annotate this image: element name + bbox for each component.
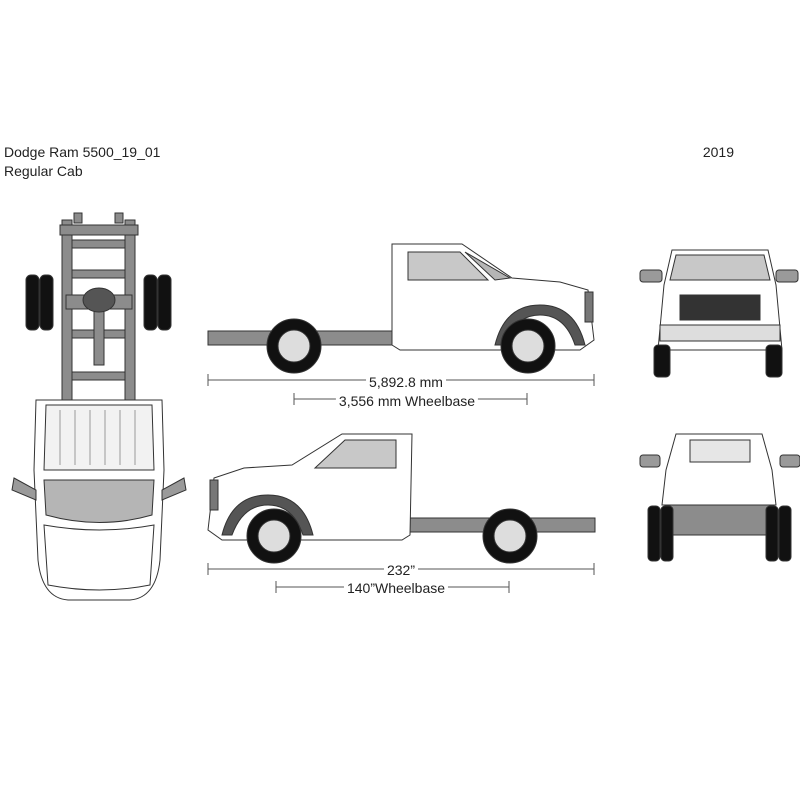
- side-view-right: [207, 243, 595, 405]
- front-wheel-arch-left: [221, 494, 314, 536]
- rear-differential: [82, 287, 116, 313]
- vehicle-title: Dodge Ram 5500_19_01 Regular Cab: [4, 143, 160, 181]
- grille-side-left: [209, 479, 219, 511]
- side-mirrors-top: [11, 477, 187, 501]
- front-wheel-left: [246, 508, 302, 564]
- rear-tires-top: [25, 274, 172, 331]
- roof-panel: [43, 404, 155, 471]
- hood-top: [43, 524, 155, 591]
- rear-wheel-side: [266, 318, 322, 374]
- windshield-top: [43, 479, 155, 523]
- overall-length-metric: 5,892.8 mm: [366, 374, 446, 390]
- model-name: Dodge Ram 5500_19_01: [4, 144, 161, 160]
- grille-side: [584, 291, 594, 323]
- cab-type: Regular Cab: [4, 163, 83, 179]
- wheelbase-metric: 3,556 mm Wheelbase: [335, 393, 479, 409]
- chassis-frame: [59, 212, 139, 401]
- front-bumper: [659, 324, 781, 342]
- front-grille: [679, 294, 761, 321]
- side-window-left: [313, 439, 397, 469]
- front-tires: [653, 344, 783, 378]
- top-view: [11, 212, 187, 601]
- side-window: [407, 251, 490, 281]
- rear-view: [639, 433, 800, 562]
- rear-mirrors: [639, 454, 800, 468]
- windshield-side: [464, 251, 512, 281]
- front-wheel-side: [500, 318, 556, 374]
- side-view-left: [207, 433, 596, 593]
- rear-chassis: [669, 504, 771, 536]
- rear-wheel-left: [482, 508, 538, 564]
- front-view: [639, 249, 799, 378]
- rear-window: [689, 439, 751, 463]
- model-year: 2019: [702, 144, 734, 160]
- front-mirrors: [639, 269, 799, 283]
- front-windshield: [669, 254, 771, 281]
- roof-ribs: [59, 410, 136, 465]
- overall-length-imperial: 232”: [383, 562, 419, 578]
- rear-dual-tires: [647, 505, 792, 562]
- wheelbase-imperial: 140”Wheelbase: [343, 580, 449, 596]
- front-wheel-arch: [494, 304, 586, 346]
